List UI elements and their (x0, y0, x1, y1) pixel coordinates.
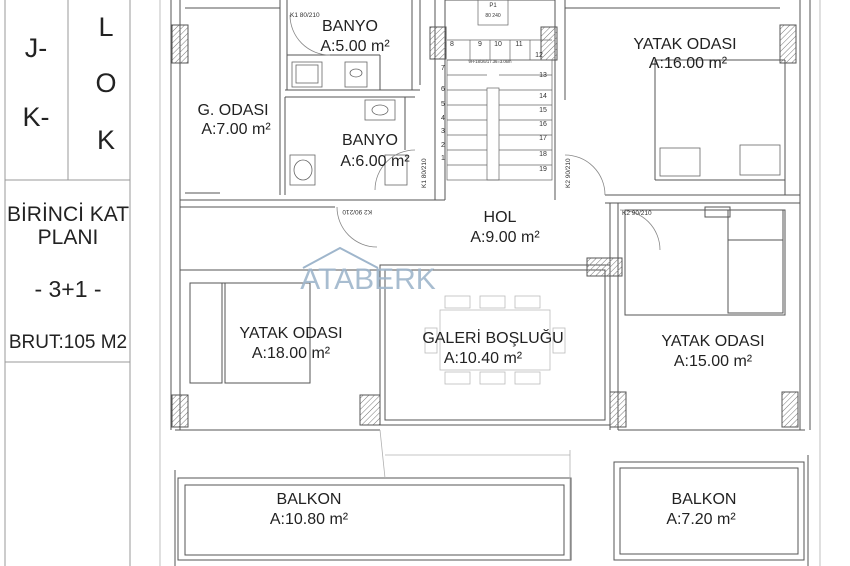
step-8: 8 (450, 41, 454, 48)
columns (171, 24, 799, 428)
block-letter-k2: K (97, 125, 115, 155)
door-tag-k2-right: K2 90/210 (622, 210, 652, 217)
room-hol-area: A:9.00 m² (470, 229, 540, 246)
room-banyo-top-name: BANYO (322, 18, 378, 35)
door-tag-k2-left: K2 90/210 (342, 208, 372, 215)
walls (170, 0, 811, 566)
step-19: 19 (539, 166, 547, 173)
room-balkon-w-name: BALKON (277, 491, 342, 508)
block-letter-k: K- (23, 102, 50, 132)
step-3: 3 (441, 128, 445, 135)
door-tag-k1-top: K1 80/210 (290, 12, 320, 19)
stair-dims: 80 240 (485, 13, 501, 19)
block-letter-j: J- (25, 33, 48, 63)
step-2: 2 (441, 142, 445, 149)
step-14: 14 (539, 93, 547, 100)
block-letter-o: O (95, 68, 116, 98)
room-yatak-e-name: YATAK ODASI (661, 333, 764, 350)
door-swings (289, 14, 661, 251)
room-banyo-top-area: A:5.00 m² (320, 38, 390, 55)
room-labels: BANYO A:5.00 m² YATAK ODASI A:16.00 m² G… (197, 18, 764, 528)
room-banyo-mid-name: BANYO (342, 132, 398, 149)
door-tag-k2-side: K2 90/210 (565, 158, 572, 188)
room-yatak-ne-area: A:16.00 m² (649, 55, 728, 72)
room-yatak-e-area: A:15.00 m² (674, 353, 753, 370)
step-18: 18 (539, 151, 547, 158)
dining-table (424, 295, 566, 385)
step-10: 10 (494, 41, 502, 48)
watermark: ATABERK (300, 246, 436, 296)
room-balkon-w-area: A:10.80 m² (270, 511, 349, 528)
step-4: 4 (441, 115, 445, 122)
gross-area: BRUT:105 M2 (9, 332, 127, 353)
unit-type: - 3+1 - (34, 276, 101, 302)
legend-panel: J- K- L O K BİRİNCİ KAT PLANI - 3+1 - BR… (4, 0, 131, 566)
room-balkon-e-name: BALKON (672, 491, 737, 508)
room-yatak-w-area: A:18.00 m² (252, 345, 331, 362)
step-1: 1 (441, 155, 445, 162)
staircase (446, 0, 553, 181)
watermark-text: ATABERK (300, 263, 436, 296)
stair-note: 9H-18/26/17.36=3.06m (469, 59, 512, 64)
room-yatak-ne-name: YATAK ODASI (633, 36, 736, 53)
step-12: 12 (535, 52, 543, 59)
door-tags: K1 80/210 K1 80/210 K2 90/210 K2 90/210 … (290, 12, 652, 217)
room-yatak-w-name: YATAK ODASI (239, 325, 342, 342)
door-tag-k1-side: K1 80/210 (421, 158, 428, 188)
fixtures (289, 61, 781, 186)
room-banyo-mid-area: A:6.00 m² (340, 153, 410, 170)
step-5: 5 (441, 101, 445, 108)
light-lines (159, 0, 821, 566)
room-balkon-e-area: A:7.20 m² (666, 511, 736, 528)
step-7: 7 (441, 65, 445, 72)
stair-p1: P1 (489, 3, 497, 9)
step-6: 6 (441, 86, 445, 93)
room-hol-name: HOL (484, 209, 517, 226)
step-17: 17 (539, 135, 547, 142)
plan-title-line2: PLANI (38, 226, 99, 249)
step-15: 15 (539, 107, 547, 114)
plan-title-line1: BİRİNCİ KAT (7, 203, 129, 226)
step-16: 16 (539, 121, 547, 128)
step-11: 11 (515, 41, 522, 48)
step-13: 13 (539, 72, 547, 79)
room-galeri-area: A:10.40 m² (444, 350, 523, 367)
block-letter-l: L (98, 12, 113, 42)
step-9: 9 (478, 41, 482, 48)
house-roof-icon (302, 246, 379, 269)
room-g-odasi-area: A:7.00 m² (201, 121, 271, 138)
room-galeri-name: GALERİ BOŞLUĞU (422, 328, 563, 347)
stair-numbers: 7 6 5 4 3 2 1 8 9 10 11 12 13 14 15 16 1… (441, 3, 547, 173)
room-g-odasi-name: G. ODASI (197, 102, 268, 119)
